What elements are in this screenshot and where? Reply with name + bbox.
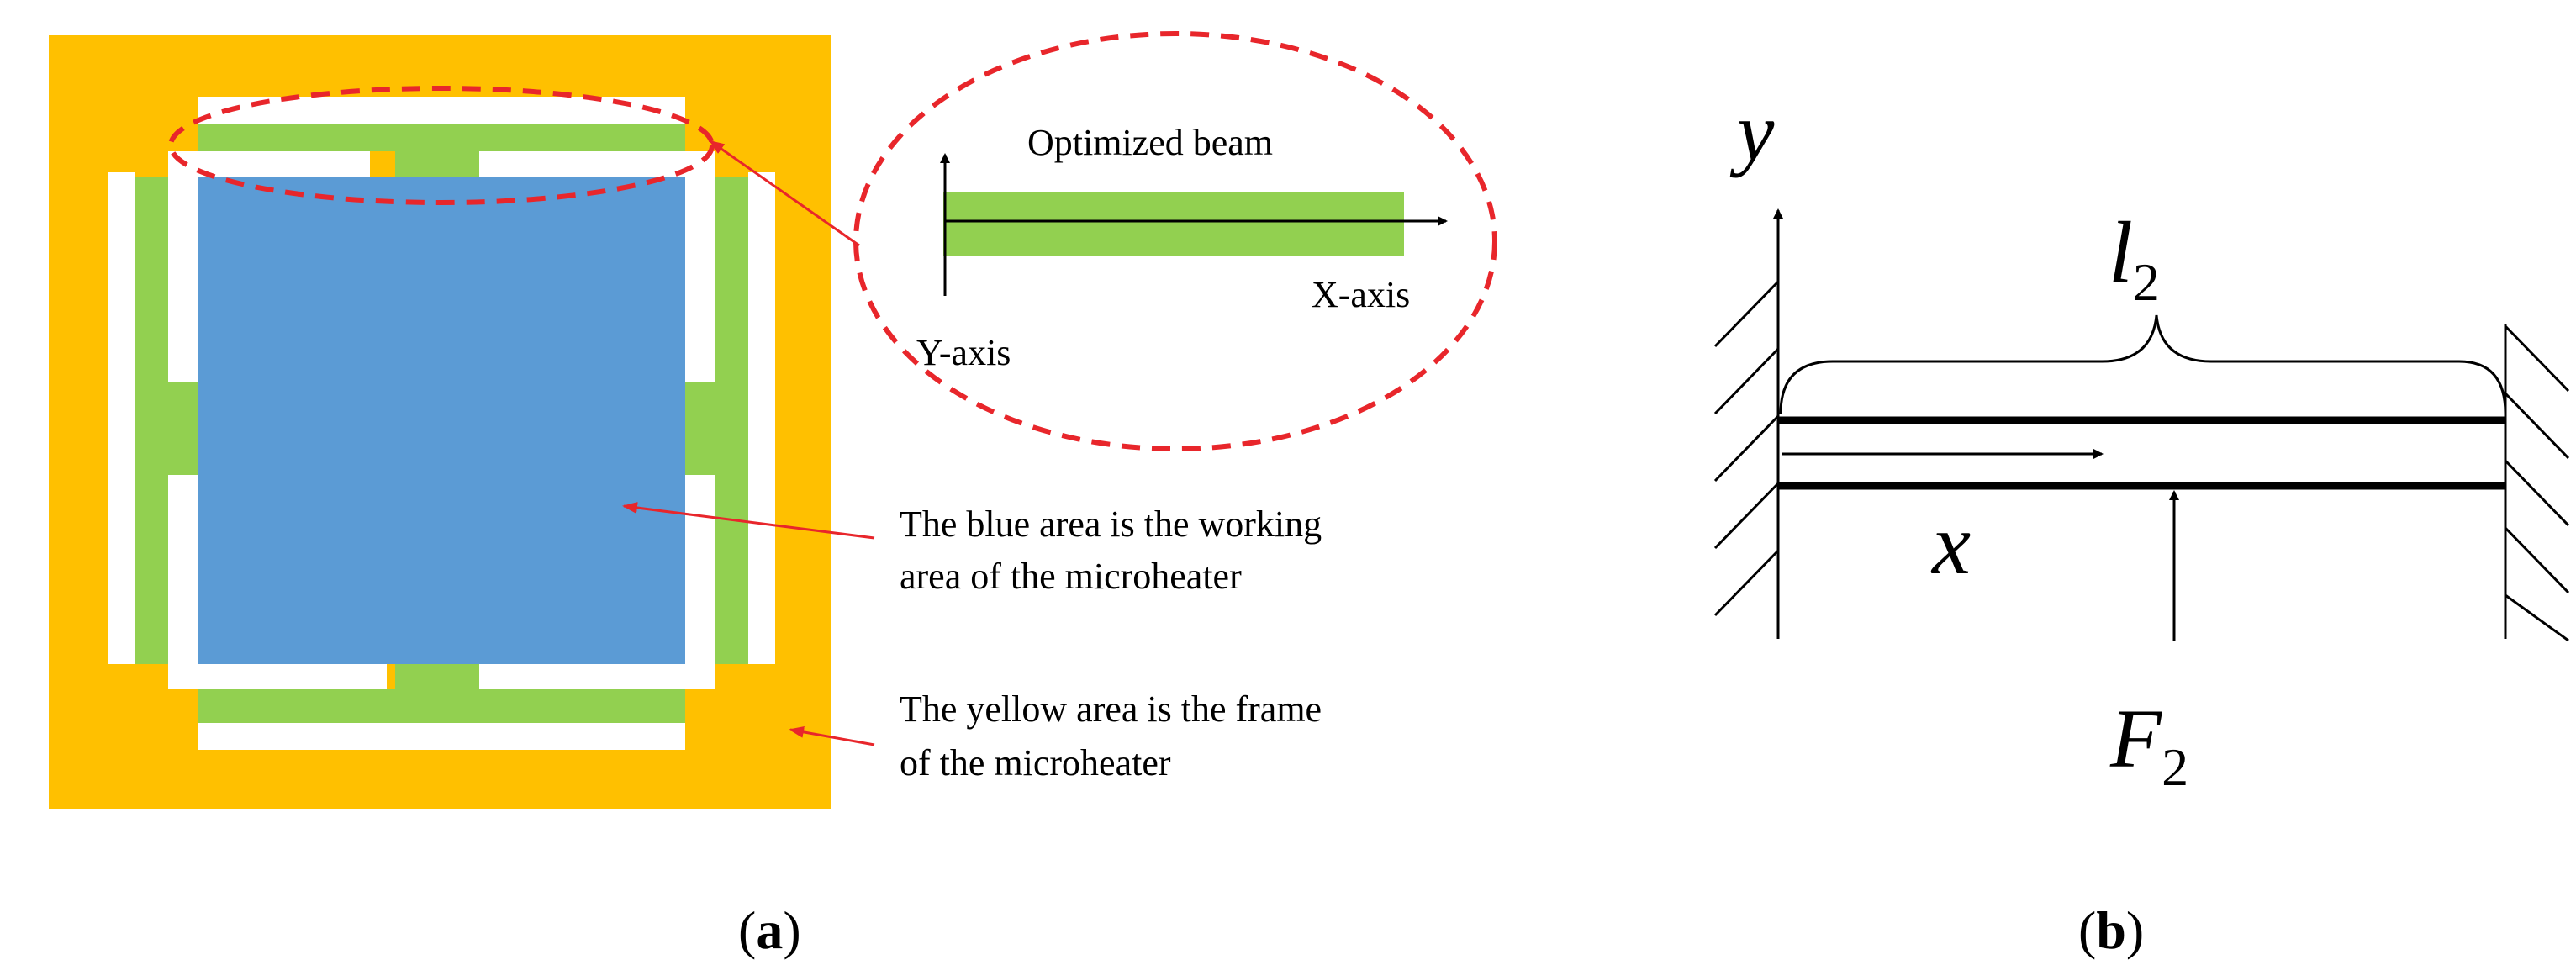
support-beams [135, 124, 748, 723]
panel-b-caption: (b) [2078, 900, 2144, 960]
length-brace [1779, 314, 2507, 414]
blue-area-pointer [622, 502, 875, 540]
yellow-area-pointer [789, 725, 875, 746]
yellow-area-note-line2: of the microheater [900, 742, 1171, 783]
left-wall-hatching [1713, 280, 1780, 617]
beam-callout: Optimized beam X-axis Y-axis [916, 122, 1448, 373]
yellow-area-note-line1: The yellow area is the frame [900, 688, 1322, 730]
beam-callout-ellipse [853, 31, 1497, 451]
panel-a: Optimized beam X-axis Y-axis The blue ar… [49, 31, 1497, 960]
callout-title: Optimized beam [1027, 122, 1273, 163]
right-wall-hatching [2504, 324, 2570, 642]
callout-x-axis-label: X-axis [1312, 274, 1410, 315]
panel-b: y l2 x F2 (b) [1713, 85, 2570, 960]
x-axis-label: x [1930, 496, 1971, 593]
panel-a-caption: (a) [738, 900, 801, 960]
blue-area-note-line2: area of the microheater [900, 556, 1242, 597]
force-label: F2 [2109, 692, 2188, 797]
callout-y-axis-label: Y-axis [916, 332, 1011, 373]
y-axis-label: y [1729, 85, 1775, 178]
length-label: l2 [2109, 204, 2160, 312]
optimized-beam [943, 192, 1404, 256]
blue-area-note-line1: The blue area is the working [900, 504, 1322, 545]
working-area [198, 177, 685, 664]
callout-pointer-line [709, 140, 860, 247]
